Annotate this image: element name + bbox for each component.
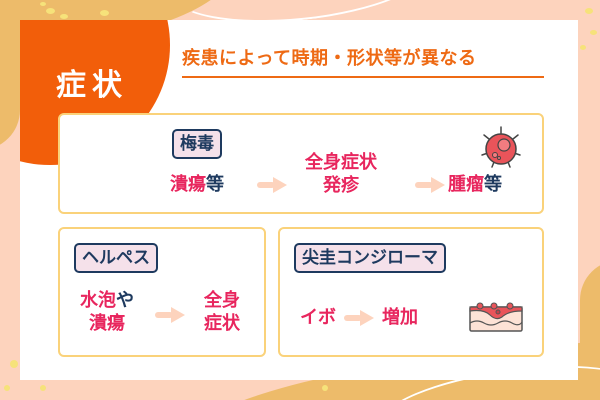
condyloma-stage-1: イボ [300,307,336,328]
page-title: 症状 [56,68,128,103]
decorative-dot [4,385,10,391]
decorative-dot [322,385,328,391]
symptoms-card: 症状 疾患によって時期・形状等が異なる 梅毒 潰瘍等 全身症状 発疹 腫瘤等 [20,20,578,380]
background-blob-right [580,260,600,400]
decorative-dot [40,2,46,6]
background-blob-left [0,0,20,150]
decorative-dot [100,10,109,16]
arrow-right-icon [415,177,445,193]
herpes-stage-2: 全身 症状 [204,290,240,334]
herpes-box: ヘルペス 水泡や 潰瘍 全身 症状 [58,227,266,357]
condyloma-box: 尖圭コンジローマ イボ 増加 [278,227,544,357]
condyloma-stage-2: 増加 [382,307,418,328]
arrow-right-icon [344,310,374,326]
arrow-right-icon [155,307,185,323]
syphilis-stage-2: 全身症状 発疹 [305,152,377,196]
herpes-label: ヘルペス [74,243,158,273]
subtitle: 疾患によって時期・形状等が異なる [182,44,544,78]
decorative-dot [60,14,68,19]
syphilis-stage-3: 腫瘤等 [448,174,502,195]
decorative-dot [580,45,586,50]
syphilis-stage-1: 潰瘍等 [170,174,224,195]
decorative-dot [46,8,55,14]
decorative-dot [585,8,593,14]
syphilis-label: 梅毒 [172,129,222,159]
arrow-right-icon [257,177,287,193]
herpes-stage-1: 水泡や 潰瘍 [80,290,134,334]
condyloma-label: 尖圭コンジローマ [294,243,446,273]
skin-wart-icon [469,302,523,332]
decorative-dot [10,360,18,368]
syphilis-box: 梅毒 潰瘍等 全身症状 発疹 腫瘤等 [58,113,544,214]
decorative-dot [40,385,46,391]
decorative-dot [590,30,597,35]
tumor-cell-icon [481,126,521,168]
